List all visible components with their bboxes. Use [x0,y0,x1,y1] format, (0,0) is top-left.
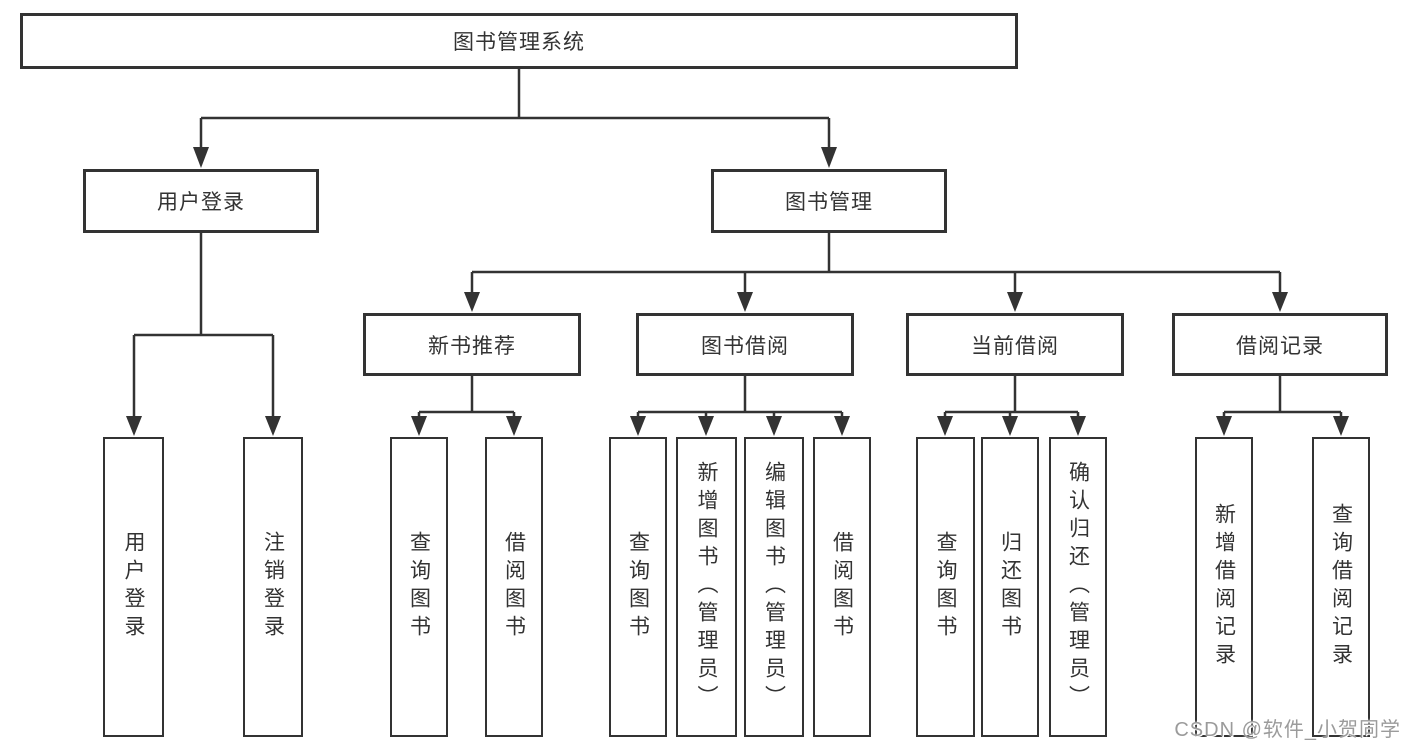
leaf-query-book-3: 查询图书 [916,437,975,737]
leaf-edit-book-admin-label: 编辑图书（管理员） [762,461,786,713]
leaf-confirm-return-admin-label: 确认归还（管理员） [1066,461,1090,713]
leaf-borrow-book-1-label: 借阅图书 [502,531,526,643]
node-current-borrow-label: 当前借阅 [971,334,1059,358]
leaf-add-book-admin-label: 新增图书（管理员） [695,461,718,713]
node-book-management-label: 图书管理 [785,191,873,214]
leaf-query-book-2-label: 查询图书 [626,531,650,643]
node-root: 图书管理系统 [20,13,1018,69]
csdn-watermark: CSDN @软件_小贺同学 [1174,719,1401,741]
node-book-borrow-label: 图书借阅 [701,334,789,358]
leaf-query-book-1-label: 查询图书 [407,531,431,643]
node-borrow-record: 借阅记录 [1172,313,1388,376]
leaf-return-book: 归还图书 [981,437,1039,737]
leaf-logout-label: 注销登录 [261,531,285,643]
node-user-login: 用户登录 [83,169,319,233]
node-new-book-recommend: 新书推荐 [363,313,581,376]
leaf-query-borrow-record: 查询借阅记录 [1312,437,1370,737]
leaf-query-book-1: 查询图书 [390,437,448,737]
leaf-query-book-2: 查询图书 [609,437,667,737]
node-new-book-recommend-label: 新书推荐 [428,334,516,358]
node-borrow-record-label: 借阅记录 [1236,334,1324,358]
node-root-label: 图书管理系统 [453,31,585,54]
leaf-user-login: 用户登录 [103,437,164,737]
node-book-borrow: 图书借阅 [636,313,854,376]
node-current-borrow: 当前借阅 [906,313,1124,376]
leaf-add-book-admin: 新增图书（管理员） [676,437,737,737]
leaf-borrow-book-2-label: 借阅图书 [830,531,854,643]
leaf-logout: 注销登录 [243,437,303,737]
leaf-query-borrow-record-label: 查询借阅记录 [1329,503,1353,671]
leaf-borrow-book-1: 借阅图书 [485,437,543,737]
node-user-login-label: 用户登录 [157,191,245,214]
leaf-return-book-label: 归还图书 [998,531,1022,643]
leaf-add-borrow-record-label: 新增借阅记录 [1212,503,1236,671]
node-book-management: 图书管理 [711,169,947,233]
leaf-query-book-3-label: 查询图书 [934,531,957,643]
leaf-add-borrow-record: 新增借阅记录 [1195,437,1253,737]
arrowheads [126,147,1349,436]
leaf-confirm-return-admin: 确认归还（管理员） [1049,437,1107,737]
leaf-borrow-book-2: 借阅图书 [813,437,871,737]
leaf-user-login-label: 用户登录 [122,531,145,643]
leaf-edit-book-admin: 编辑图书（管理员） [744,437,804,737]
